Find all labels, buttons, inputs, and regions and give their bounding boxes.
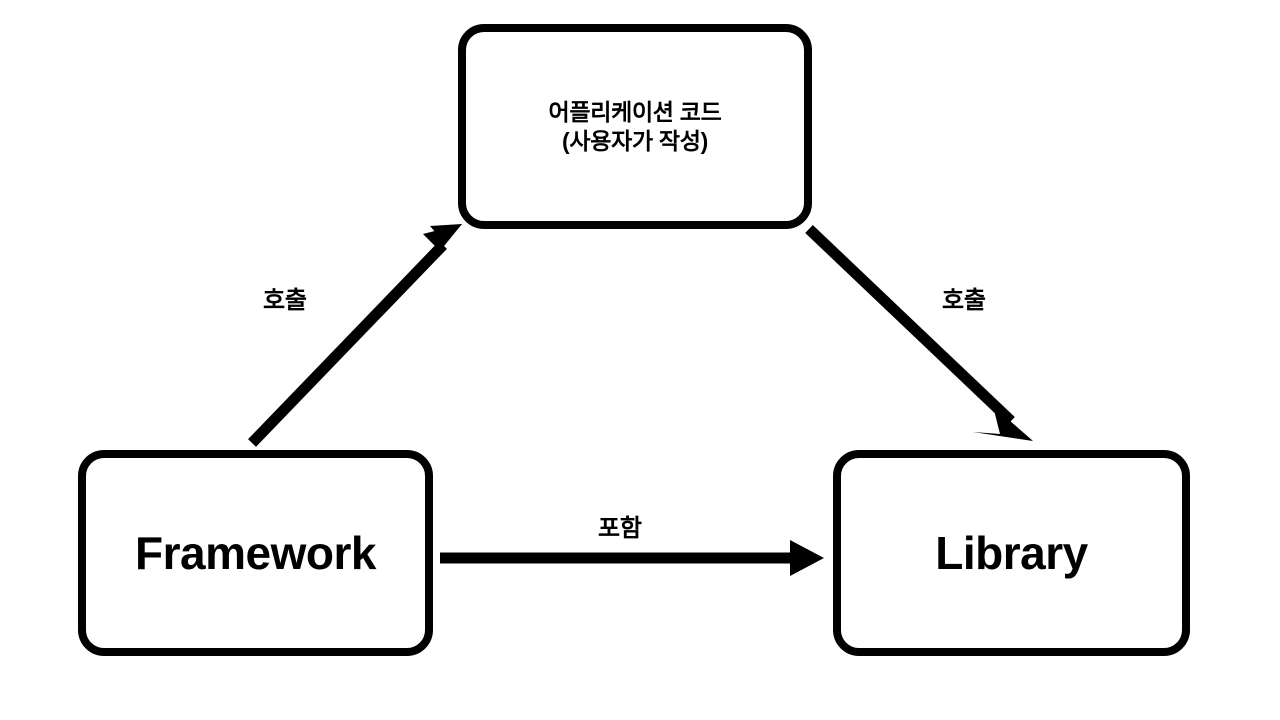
edge-label-framework-to-library: 포함 (598, 515, 642, 542)
node-application-code[interactable]: 어플리케이션 코드 (사용자가 작성) (458, 24, 812, 229)
node-library[interactable]: Library (833, 450, 1190, 656)
node-framework-label: Framework (135, 526, 376, 579)
edge-label-application-code-to-library: 호출 (942, 287, 986, 314)
edge-label-framework-to-application-code: 호출 (263, 287, 307, 314)
edge-framework-to-library (440, 540, 824, 576)
edge-line (805, 225, 1015, 425)
edge-application-code-to-library (805, 225, 1033, 441)
node-application-code-label: 어플리케이션 코드 (사용자가 작성) (548, 99, 722, 154)
edge-framework-to-application-code (248, 224, 462, 447)
edge-line (248, 241, 447, 447)
arrowhead-fill (430, 224, 462, 241)
node-library-label: Library (935, 526, 1088, 579)
arrowhead-icon (973, 406, 1033, 441)
arrowhead-icon (790, 540, 824, 576)
node-framework[interactable]: Framework (78, 450, 433, 656)
